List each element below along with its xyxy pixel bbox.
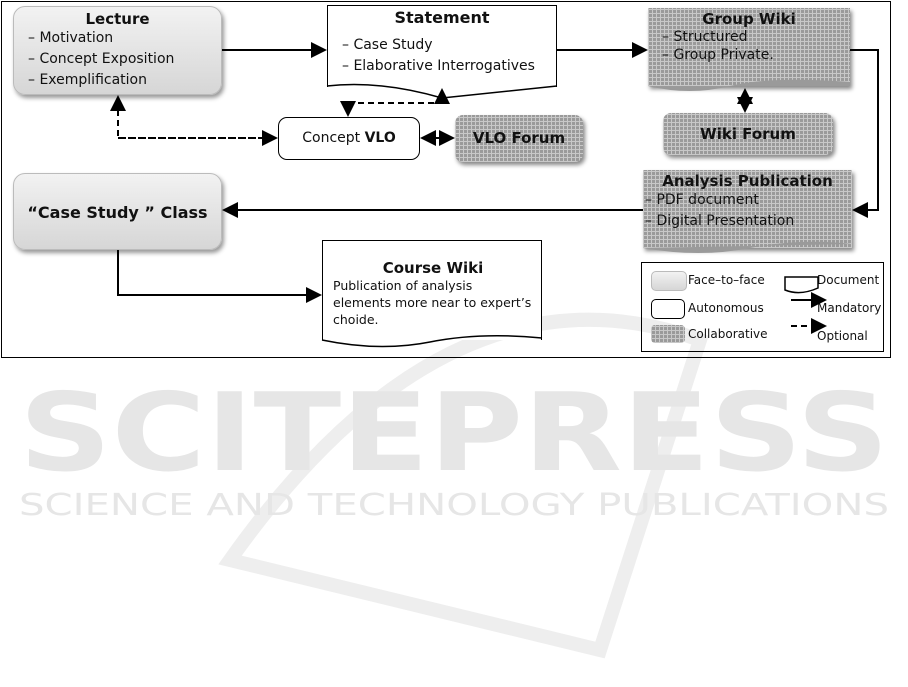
arrow-vlo-statement <box>348 88 450 104</box>
wiki-forum-node[interactable]: Wiki Forum <box>663 113 833 155</box>
lecture-node[interactable]: Lecture – Motivation – Concept Expositio… <box>13 6 222 95</box>
case-study-class-node[interactable]: “Case Study ” Class <box>13 173 222 250</box>
vlo-forum-title: VLO Forum <box>472 129 566 147</box>
legend-mandatory-label: Mandatory <box>817 301 882 315</box>
statement-item: – Elaborative Interrogatives <box>342 58 535 74</box>
diagram-frame <box>1 1 891 358</box>
statement-title: Statement <box>394 8 490 27</box>
case-study-title: “Case Study ” Class <box>27 203 208 222</box>
analysis-publication-node[interactable]: Analysis Publication – PDF document – Di… <box>643 170 852 248</box>
concept-vlo-bold: VLO <box>364 130 396 146</box>
group-wiki-item: – Structured <box>662 29 748 45</box>
legend-optional-label: Optional <box>817 329 868 343</box>
arrow-groupwiki-analysis <box>850 49 879 218</box>
statement-item: – Case Study <box>342 37 433 53</box>
watermark-main: SCITEPRESS <box>19 371 889 496</box>
lecture-item: – Motivation <box>28 30 114 46</box>
watermark-sub: SCIENCE AND TECHNOLOGY PUBLICATIONS <box>19 488 889 523</box>
arrow-casestudy-coursewiki <box>117 250 322 303</box>
legend-auto-swatch <box>651 299 685 319</box>
course-wiki-wave <box>321 335 543 348</box>
concept-vlo-label: Concept <box>302 130 365 146</box>
lecture-title: Lecture <box>85 10 150 28</box>
concept-vlo-node[interactable]: Concept VLO <box>278 117 420 160</box>
analysis-item: – PDF document <box>645 192 759 208</box>
course-wiki-node[interactable]: Course Wiki Publication of analysis elem… <box>322 240 542 340</box>
lecture-item: – Concept Exposition <box>28 51 175 67</box>
lecture-item: – Exemplification <box>28 72 147 88</box>
group-wiki-title: Group Wiki <box>702 10 796 28</box>
course-wiki-text: Publication of analysis elements more ne… <box>333 278 532 327</box>
vlo-forum-node[interactable]: VLO Forum <box>455 115 583 162</box>
analysis-wave <box>643 241 852 253</box>
legend-coll-swatch <box>651 325 685 343</box>
legend: Face–to–face Autonomous Collaborative Do… <box>641 262 884 352</box>
legend-coll-label: Collaborative <box>688 327 768 341</box>
group-wiki-wave <box>648 79 850 91</box>
course-wiki-title: Course Wiki <box>382 259 484 277</box>
group-wiki-node[interactable]: Group Wiki – Structured – Group Private. <box>648 8 850 86</box>
legend-face-label: Face–to–face <box>688 273 765 287</box>
wiki-forum-title: Wiki Forum <box>700 125 796 143</box>
analysis-item: – Digital Presentation <box>645 213 795 229</box>
legend-document-swatch <box>784 276 819 294</box>
legend-auto-label: Autonomous <box>688 301 764 315</box>
group-wiki-item: – Group Private. <box>662 47 774 63</box>
legend-document-label: Document <box>817 273 880 287</box>
arrow-vlo-lecture <box>110 95 276 139</box>
statement-node[interactable]: Statement – Case Study – Elaborative Int… <box>327 5 557 87</box>
analysis-title: Analysis Publication <box>662 172 833 190</box>
legend-face-swatch <box>651 271 687 291</box>
